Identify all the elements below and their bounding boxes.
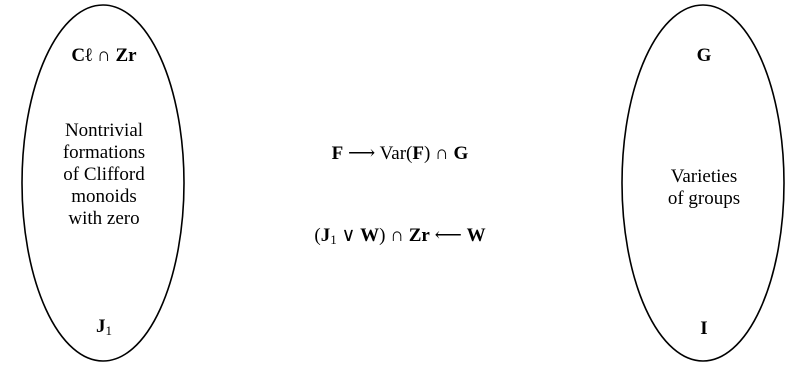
left-bottom-j: J — [96, 316, 106, 337]
left-set-bottom-label: J1 — [24, 316, 184, 342]
right-set-description: Varieties of groups — [624, 166, 784, 210]
left-desc-line: monoids — [71, 186, 137, 207]
left-desc-line: formations — [62, 142, 146, 163]
left-set-description: Nontrivial formations of Clifford monoid… — [24, 120, 184, 230]
backward-source: W — [466, 225, 486, 246]
backward-mapping: (J1 ∨ W) ∩ Zr ⟵ W — [220, 225, 580, 251]
left-desc-line: with zero — [68, 208, 140, 229]
left-desc-line: of Clifford — [63, 164, 145, 185]
backward-join: ∨ — [336, 225, 361, 246]
right-set-ellipse — [621, 4, 785, 362]
right-set-top-label: G — [696, 45, 712, 66]
forward-var-close: ) ∩ — [423, 143, 454, 164]
left-bottom-j-sub: 1 — [105, 323, 113, 338]
forward-var-open: Var( — [379, 143, 413, 164]
forward-var-inner: F — [412, 143, 424, 164]
left-top-intersect: ∩ — [92, 45, 116, 66]
left-set-ellipse — [21, 4, 185, 362]
forward-source: F — [331, 143, 344, 164]
backward-w-inner: W — [360, 225, 380, 246]
left-top-zr: Zr — [115, 45, 137, 66]
right-desc-line: of groups — [667, 188, 741, 209]
backward-j: J — [320, 225, 331, 246]
left-set-top-label: Cℓ ∩ Zr — [24, 45, 184, 67]
backward-j-sub: 1 — [330, 232, 337, 247]
backward-close: ) ∩ — [379, 225, 409, 246]
right-set-bottom-label: I — [700, 318, 708, 339]
right-desc-line: Varieties — [670, 166, 738, 187]
left-top-clifford: Cℓ — [71, 45, 93, 66]
backward-open-paren: ( — [314, 225, 321, 246]
forward-mapping: F ⟶ Var(F) ∩ G — [220, 143, 580, 165]
forward-arrow: ⟶ — [343, 143, 380, 164]
backward-zr: Zr — [408, 225, 430, 246]
forward-target-g: G — [453, 143, 469, 164]
backward-arrow: ⟵ — [429, 225, 467, 246]
left-desc-line: Nontrivial — [64, 120, 144, 141]
